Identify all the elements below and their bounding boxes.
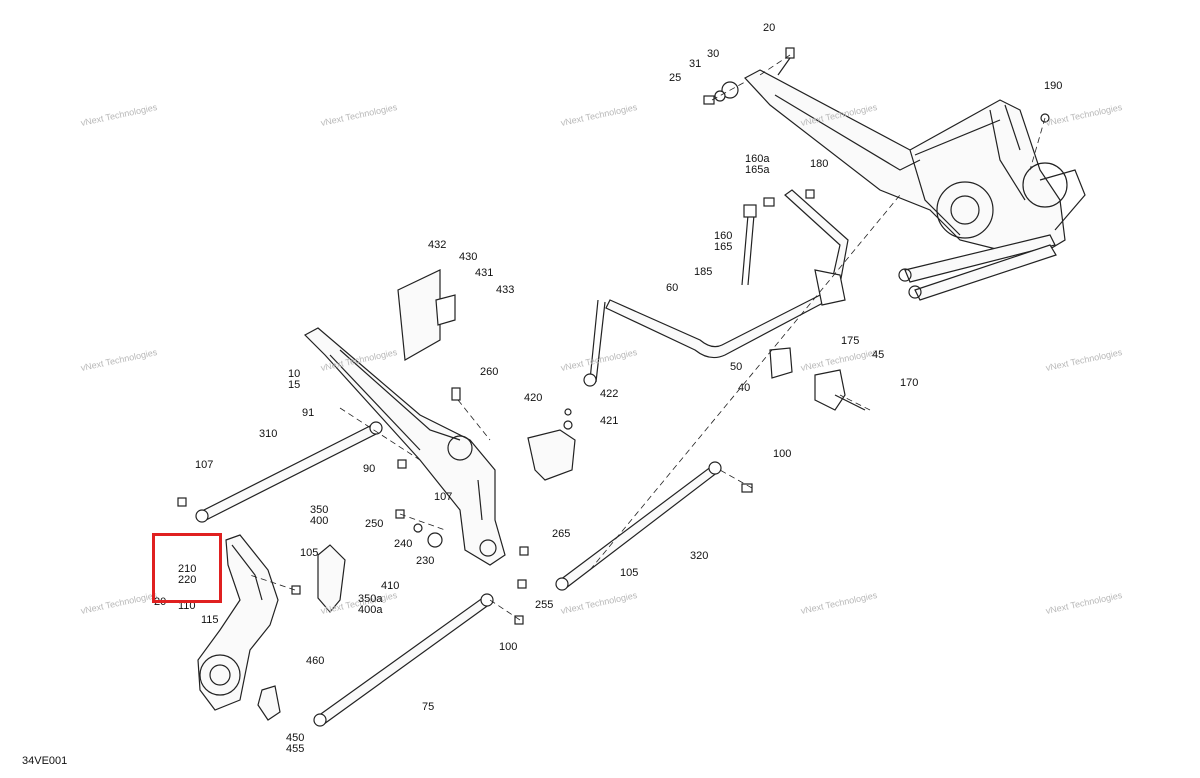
assembly-lines [249, 54, 1046, 621]
part-label-180: 180 [810, 158, 829, 170]
part-label-175: 175 [841, 335, 860, 347]
part-label-255: 255 [535, 599, 554, 611]
part-label-400: 400 [310, 515, 329, 527]
part-label-220: 220 [178, 574, 197, 586]
reference-code: 34VE001 [22, 755, 68, 767]
part-label-60: 60 [666, 282, 679, 294]
part-label-350a: 350a [358, 593, 383, 605]
part-label-107: 107 [195, 459, 214, 471]
knuckle-210-220 [197, 534, 279, 711]
bracket-350-400 [317, 544, 346, 613]
upper-trailing-arm [744, 69, 1086, 256]
part-label-450: 450 [286, 732, 305, 744]
stabilizer-bar [583, 189, 866, 411]
part-label-40: 40 [738, 382, 751, 394]
part-label-170: 170 [900, 377, 919, 389]
part-label-105: 105 [300, 547, 319, 559]
part-label-432: 432 [428, 239, 447, 251]
part-label-90: 90 [363, 463, 376, 475]
part-label-185: 185 [694, 266, 713, 278]
part-label-230: 230 [416, 555, 435, 567]
part-label-400a: 400a [358, 604, 383, 616]
part-label-210: 210 [178, 563, 197, 575]
part-label-30: 30 [707, 48, 720, 60]
part-label-45: 45 [872, 349, 885, 361]
highlight-box [152, 533, 222, 603]
part-label-460: 460 [306, 655, 325, 667]
part-label-50: 50 [730, 361, 743, 373]
part-label-431: 431 [475, 267, 494, 279]
part-label-31: 31 [689, 58, 702, 70]
part-label-91: 91 [302, 407, 315, 419]
part-label-455: 455 [286, 743, 305, 755]
part-label-430: 430 [459, 251, 478, 263]
bracket-450-455 [257, 685, 281, 721]
part-label-100: 100 [773, 448, 792, 460]
bushings [291, 387, 529, 625]
part-label-100b: 100 [499, 641, 518, 653]
guard-420 [527, 408, 576, 481]
part-label-115: 115 [201, 614, 219, 626]
link-320 [555, 461, 753, 591]
part-label-160: 160 [714, 230, 733, 242]
link-75 [313, 593, 494, 727]
part-label-190: 190 [1044, 80, 1063, 92]
part-label-15: 15 [288, 379, 301, 391]
link-310 [177, 421, 383, 523]
part-label-420: 420 [524, 392, 543, 404]
part-label-165: 165 [714, 241, 733, 253]
part-label-410: 410 [381, 580, 400, 592]
part-label-10: 10 [288, 368, 301, 380]
part-label-75: 75 [422, 701, 435, 713]
part-label-110: 110 [178, 600, 196, 612]
part-label-422: 422 [600, 388, 619, 400]
part-label-240: 240 [394, 538, 413, 550]
part-label-107b: 107 [434, 491, 453, 503]
part-label-320: 320 [690, 550, 709, 562]
part-label-250: 250 [365, 518, 384, 530]
part-label-350: 350 [310, 504, 329, 516]
upper-lower-links [898, 234, 1057, 301]
part-label-310: 310 [259, 428, 278, 440]
part-label-433: 433 [496, 284, 515, 296]
part-label-265: 265 [552, 528, 571, 540]
part-label-421: 421 [600, 415, 619, 427]
part-label-260: 260 [480, 366, 499, 378]
part-label-165a: 165a [745, 164, 770, 176]
part-label-25: 25 [669, 72, 682, 84]
part-label-20: 20 [763, 22, 776, 34]
part-label-105b: 105 [620, 567, 639, 579]
part-label-160a: 160a [745, 153, 770, 165]
guard-plate-430 [397, 269, 456, 361]
